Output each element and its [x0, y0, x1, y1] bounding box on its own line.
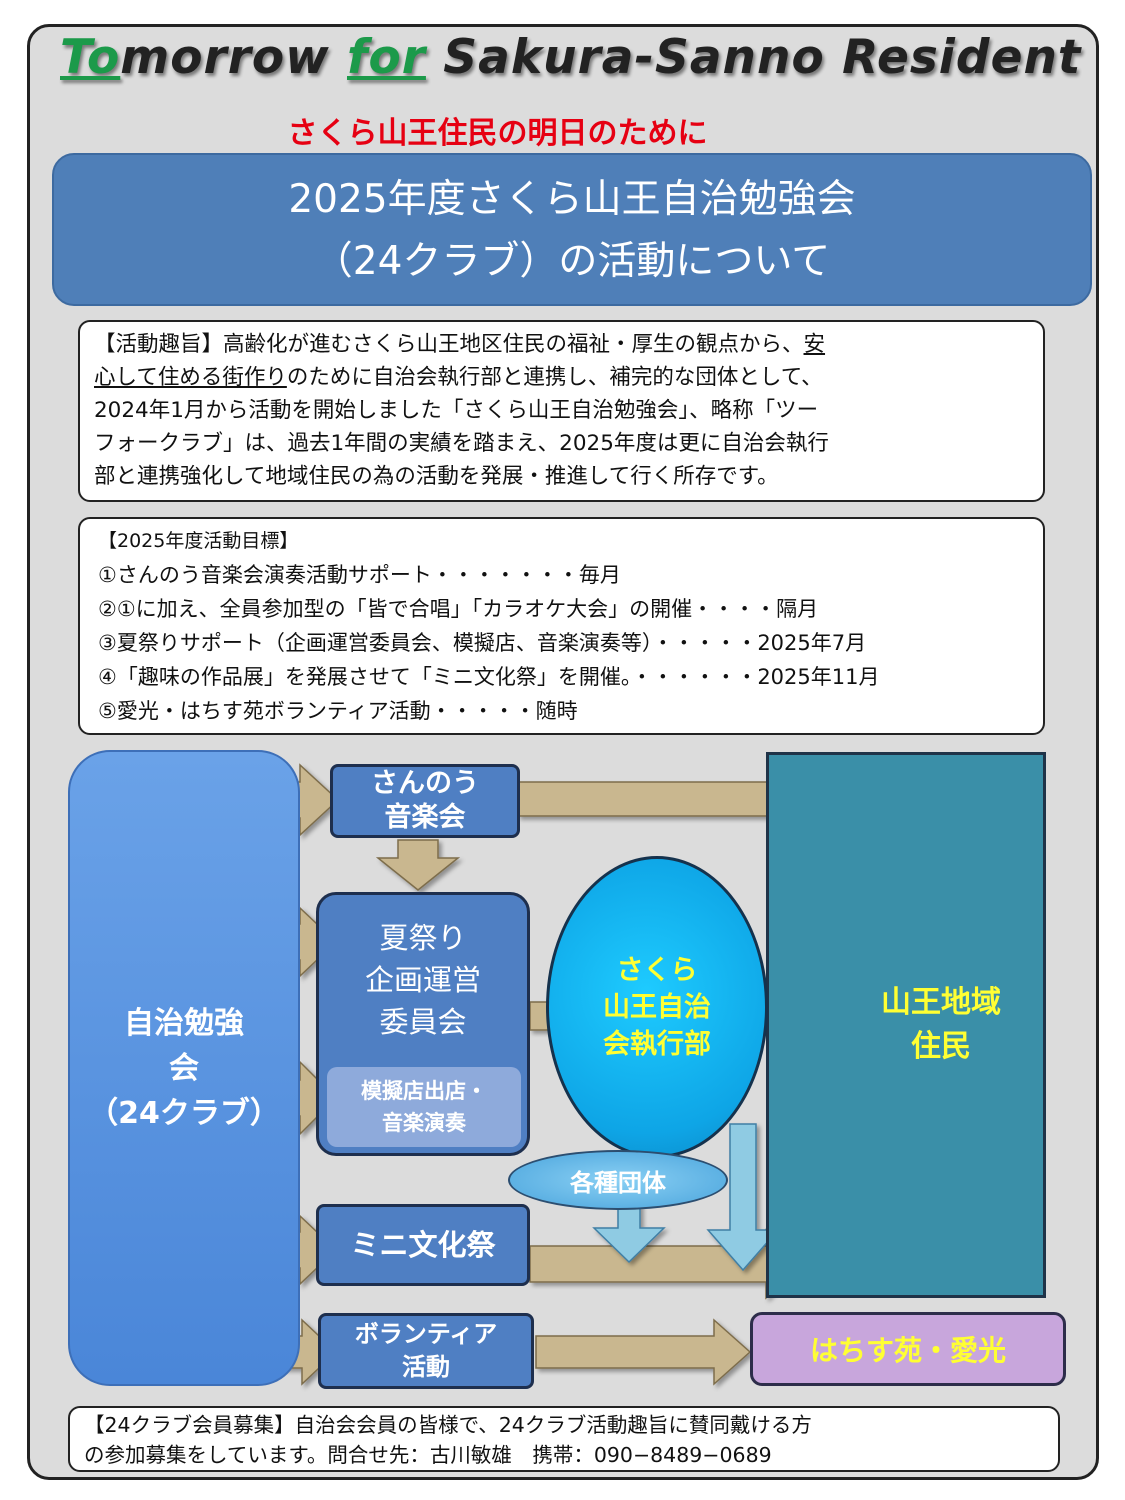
arrow-volunteer-to-hachisu: [535, 1318, 752, 1386]
purpose-line: 【活動趣旨】高齢化が進むさくら山王地区住民の福祉・厚生の観点から、安: [94, 328, 1029, 361]
goal-item: ②①に加え、全員参加型の「皆で合唱」「カラオケ大会」の開催・・・・隔月: [98, 597, 819, 621]
subtitle: さくら山王住民の明日のために: [287, 116, 708, 151]
recruit-line: の参加募集をしています。問合せ先：古川敏雄 携帯：090−8489−0689: [84, 1443, 772, 1467]
masthead-morrow: morrow: [120, 30, 347, 85]
purpose-text: 【活動趣旨】高齢化が進むさくら山王地区住民の福祉・厚生の観点から、: [94, 332, 804, 357]
goal-item: ①さんのう音楽会演奏活動サポート・・・・・・・毎月: [98, 563, 621, 587]
club-label: （24クラブ）: [88, 1095, 280, 1131]
arrow-concert-to-summer: [375, 839, 461, 891]
recruit-box: 【24クラブ会員募集】自治会会員の皆様で、24クラブ活動趣旨に賛同戴ける方 の参…: [68, 1406, 1060, 1472]
residents-label: 住民: [911, 1029, 971, 1064]
goals-box: 【2025年度活動目標】 ①さんのう音楽会演奏活動サポート・・・・・・・毎月 ②…: [78, 517, 1045, 735]
sanno-concert-box: さんのう 音楽会: [330, 764, 520, 838]
concert-label: 音楽会: [384, 802, 466, 833]
arrow-exec-down: [706, 1123, 780, 1272]
goal-item: ④「趣味の作品展」を発展させて「ミニ文化祭」を開催。・・・・・・2025年11月: [98, 665, 880, 689]
recruit-line: 【24クラブ会員募集】自治会会員の皆様で、24クラブ活動趣旨に賛同戴ける方: [84, 1413, 812, 1437]
purpose-line: 2024年1月から活動を開始しました「さくら山王自治勉強会」、略称「ツー: [94, 398, 819, 423]
purpose-line: フォークラブ」は、過去1年間の実績を踏まえ、2025年度は更に自治会執行: [94, 431, 829, 456]
exec-label: さくら: [616, 954, 698, 986]
club-label: 会: [169, 1050, 199, 1086]
purpose-line: 心して住める街作りのために自治会執行部と連携し、補完的な団体として、: [94, 361, 1029, 394]
purpose-underlined: 安: [803, 332, 826, 357]
masthead-for: for: [347, 30, 426, 85]
stall-label: 音楽演奏: [382, 1111, 466, 1135]
masthead-title: Tomorrow for Sakura-Sanno Resident: [60, 30, 1080, 90]
stall-label: 模擬店出店・: [361, 1079, 487, 1103]
purpose-text: のために自治会執行部と連携し、補完的な団体として、: [286, 365, 823, 390]
purpose-line: 部と連携強化して地域住民の為の活動を発展・推進して行く所存です。: [94, 464, 779, 489]
summer-label: 委員会: [379, 1005, 467, 1039]
concert-label: さんのう: [371, 768, 479, 799]
banner-line-1: 2025年度さくら山王自治勉強会: [288, 177, 856, 222]
masthead-to: To: [60, 30, 121, 85]
goal-item: ⑤愛光・はちす苑ボランティア活動・・・・・随時: [98, 699, 578, 723]
exec-label: 山王自治: [603, 991, 711, 1023]
title-banner: 2025年度さくら山王自治勉強会 （24クラブ）の活動について: [52, 153, 1092, 306]
sanno-residents-box: 山王地域 住民: [766, 752, 1046, 1298]
banner-line-2: （24クラブ）の活動について: [313, 239, 831, 284]
summer-festival-box: 夏祭り 企画運営 委員会 模擬店出店・ 音楽演奏: [316, 892, 530, 1156]
mini-culture-festival-box: ミニ文化祭: [316, 1204, 530, 1286]
hachisu-aiko-box: はちす苑・愛光: [750, 1312, 1066, 1386]
summer-label: 夏祭り: [379, 921, 467, 955]
volunteer-label: ボランティア: [354, 1320, 498, 1348]
goal-item: ③夏祭りサポート（企画運営委員会、模擬店、音楽演奏等）・・・・・2025年7月: [98, 631, 867, 655]
summer-label: 企画運営: [364, 963, 481, 997]
volunteer-activity-box: ボランティア 活動: [318, 1313, 534, 1389]
volunteer-label: 活動: [402, 1353, 450, 1381]
various-groups-ellipse: 各種団体: [508, 1150, 728, 1210]
goals-heading: 【2025年度活動目標】: [98, 530, 299, 552]
exec-label: 会執行部: [603, 1028, 711, 1060]
study-club-box: 自治勉強 会 （24クラブ）: [68, 750, 300, 1386]
purpose-underlined: 心して住める街作り: [94, 365, 287, 390]
purpose-box: 【活動趣旨】高齢化が進むさくら山王地区住民の福祉・厚生の観点から、安 心して住め…: [78, 320, 1045, 502]
residents-association-exec-circle: さくら 山王自治 会執行部: [546, 856, 768, 1158]
residents-label: 山王地域: [881, 985, 1001, 1020]
masthead-rest: Sakura-Sanno Resident: [425, 30, 1082, 85]
club-label: 自治勉強: [124, 1005, 244, 1041]
stall-music-box: 模擬店出店・ 音楽演奏: [327, 1067, 521, 1147]
